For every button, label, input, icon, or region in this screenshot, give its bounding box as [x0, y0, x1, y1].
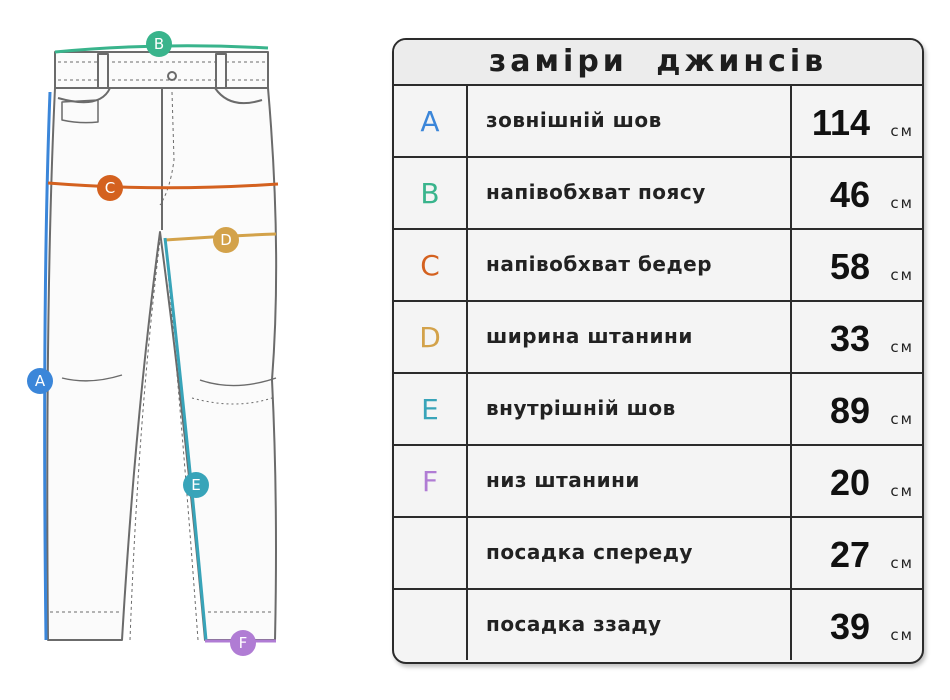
- row-measurement-name: напівобхват поясу: [486, 180, 706, 204]
- row-letter: E: [421, 392, 439, 426]
- row-value-cell: 114 см: [792, 86, 922, 156]
- row-value-cell: 27 см: [792, 518, 922, 588]
- row-unit: см: [890, 122, 914, 140]
- row-name-cell: ширина штанини: [468, 302, 792, 372]
- marker-b-label: B: [154, 35, 164, 53]
- row-measurement-value: 39: [829, 606, 870, 647]
- row-measurement-value: 58: [829, 246, 870, 287]
- marker-b-badge: [146, 31, 172, 57]
- row-measurement-name: ширина штанини: [486, 324, 693, 348]
- row-measurement-name: внутрішній шов: [486, 396, 676, 420]
- row-measurement-value: 27: [829, 534, 870, 575]
- row-name-cell: посадка спереду: [468, 518, 792, 588]
- row-letter: [394, 518, 466, 588]
- row-unit: см: [890, 482, 914, 500]
- row-name-cell: низ штанини: [468, 446, 792, 516]
- jeans-outline: [46, 51, 278, 641]
- row-unit: см: [890, 194, 914, 212]
- row-measurement-value: 89: [829, 390, 870, 431]
- row-value-cell: 89 см: [792, 374, 922, 444]
- marker-b: B: [54, 31, 269, 57]
- marker-a-label: A: [35, 372, 46, 390]
- row-letter-cell: [394, 590, 468, 660]
- row-unit: см: [890, 266, 914, 284]
- row-letter: A: [420, 104, 440, 138]
- measure-line-a: [43, 91, 52, 641]
- row-measurement-value: 33: [829, 318, 870, 359]
- row-unit: см: [890, 338, 914, 356]
- jeans-diagram: A B C D E F: [27, 31, 279, 656]
- row-value-cell: 20 см: [792, 446, 922, 516]
- marker-e-badge: [183, 472, 209, 498]
- row-measurement-name: посадка спереду: [486, 540, 693, 564]
- row-letter: F: [421, 464, 439, 498]
- table-row: посадка спереду 27 см: [394, 518, 922, 590]
- row-letter: [394, 590, 466, 660]
- row-letter-cell: C: [394, 230, 468, 300]
- measure-line-e: [163, 237, 208, 641]
- row-measurement-value: 46: [829, 174, 870, 215]
- marker-d: D: [164, 227, 277, 253]
- row-value-cell: 58 см: [792, 230, 922, 300]
- row-measurement-name: напівобхват бедер: [486, 252, 713, 276]
- row-name-cell: напівобхват поясу: [468, 158, 792, 228]
- row-name-cell: посадка ззаду: [468, 590, 792, 660]
- row-measurement-value: 114: [811, 102, 870, 143]
- row-measurement-name: зовнішній шов: [486, 108, 662, 132]
- row-letter-cell: [394, 518, 468, 588]
- marker-e-label: E: [191, 476, 200, 494]
- row-unit: см: [890, 410, 914, 428]
- row-measurement-name: низ штанини: [486, 468, 640, 492]
- row-letter-cell: B: [394, 158, 468, 228]
- row-value-cell: 46 см: [792, 158, 922, 228]
- marker-a: A: [27, 91, 53, 641]
- row-measurement-value: 20: [829, 462, 870, 503]
- marker-e: E: [163, 237, 209, 641]
- row-letter-cell: F: [394, 446, 468, 516]
- marker-c: C: [47, 175, 279, 201]
- table-title: заміри джинсів: [394, 40, 922, 86]
- marker-d-label: D: [220, 231, 232, 249]
- measure-line-c: [47, 181, 279, 190]
- row-letter: D: [419, 320, 441, 354]
- marker-d-badge: [213, 227, 239, 253]
- marker-c-badge: [97, 175, 123, 201]
- marker-a-badge: [27, 368, 53, 394]
- row-letter: B: [420, 176, 440, 210]
- row-letter: C: [420, 248, 440, 282]
- row-letter-cell: D: [394, 302, 468, 372]
- row-letter-cell: E: [394, 374, 468, 444]
- row-measurement-name: посадка ззаду: [486, 612, 662, 636]
- row-name-cell: внутрішній шов: [468, 374, 792, 444]
- row-value-cell: 33 см: [792, 302, 922, 372]
- marker-c-label: C: [105, 179, 115, 197]
- row-value-cell: 39 см: [792, 590, 922, 660]
- row-name-cell: напівобхват бедер: [468, 230, 792, 300]
- table-row: посадка ззаду 39 см: [394, 590, 922, 660]
- row-letter-cell: A: [394, 86, 468, 156]
- row-name-cell: зовнішній шов: [468, 86, 792, 156]
- marker-f: F: [205, 630, 276, 656]
- row-unit: см: [890, 626, 914, 644]
- marker-f-label: F: [239, 634, 248, 652]
- row-unit: см: [890, 554, 914, 572]
- marker-f-badge: [230, 630, 256, 656]
